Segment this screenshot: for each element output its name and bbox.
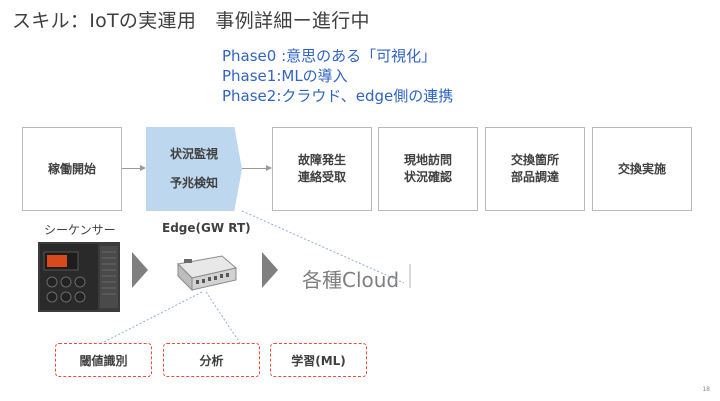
flow-step-replace: 交換実施 <box>592 127 692 211</box>
phase-1: Phase1:MLの導入 <box>222 67 348 85</box>
flow-step-monitoring-line-1: 状況監視 <box>169 147 218 161</box>
flow-step-site-visit-line-1: 現地訪問 <box>403 153 452 167</box>
cloud-label: 各種Cloud <box>302 268 400 292</box>
flow-step-parts-line-1: 交換箇所 <box>510 153 559 167</box>
slide-title: スキル：IoTの実運用 事例詳細ー進行中 <box>12 10 370 32</box>
edge-device-image <box>176 255 238 292</box>
flow-step-failure-line-1: 故障発生 <box>297 153 346 167</box>
flow-step-parts: 交換箇所 部品調達 <box>485 127 585 211</box>
chevron-right-icon <box>262 252 278 288</box>
flow-arrow-head <box>266 165 272 171</box>
flow-step-start: 稼働開始 <box>22 127 122 211</box>
phase-2: Phase2:クラウド、edge側の連携 <box>222 87 454 105</box>
flow-arrow-head <box>140 165 146 171</box>
flow-step-monitoring: 状況監視 予兆検知 <box>146 127 242 211</box>
flow-step-site-visit-line-2: 状況確認 <box>403 170 452 184</box>
flow-step-parts-line-2: 部品調達 <box>510 170 559 184</box>
sequencer-device-image <box>38 242 120 312</box>
sequencer-label: シーケンサー <box>44 223 116 237</box>
page-number: 18 <box>702 386 710 393</box>
function-threshold: 閾値識別 <box>55 343 152 377</box>
flow-arrow-line <box>242 168 266 169</box>
flow-step-replace-line-1: 交換実施 <box>617 161 666 176</box>
function-analysis: 分析 <box>163 343 260 377</box>
flow-step-monitoring-line-2: 予兆検知 <box>169 176 218 190</box>
phase-list: Phase0 :意思のある「可視化」 Phase1:MLの導入 Phase2:ク… <box>222 46 453 106</box>
function-learning: 学習(ML) <box>270 343 367 377</box>
cloud-divider <box>409 264 411 288</box>
flow-step-site-visit: 現地訪問 状況確認 <box>378 127 478 211</box>
chevron-right-icon <box>132 252 148 288</box>
flow-arrow-line <box>122 168 140 169</box>
phase-0: Phase0 :意思のある「可視化」 <box>222 47 437 65</box>
flow-step-failure: 故障発生 連絡受取 <box>272 127 372 211</box>
edge-label: Edge(GW RT) <box>162 221 251 235</box>
flow-step-start-line-1: 稼働開始 <box>47 161 96 176</box>
flow-step-failure-line-2: 連絡受取 <box>297 170 346 184</box>
